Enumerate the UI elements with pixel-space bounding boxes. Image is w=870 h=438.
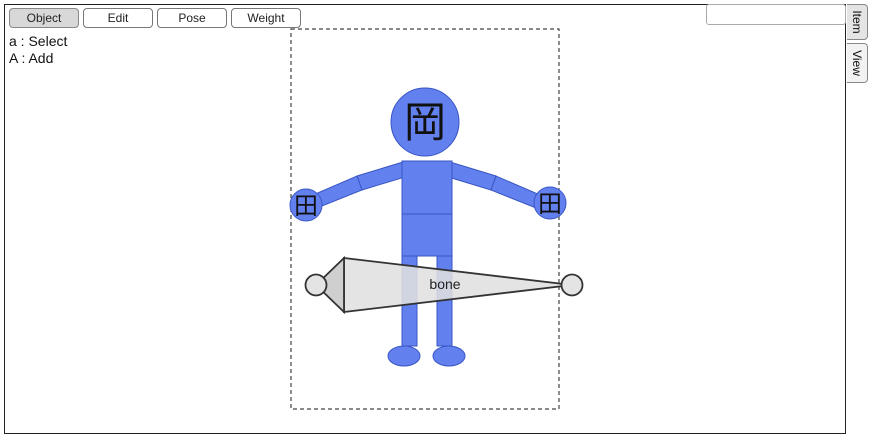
bone-base [314, 255, 345, 315]
weight-mode-button[interactable]: Weight [231, 8, 301, 28]
bone-head-handle[interactable] [304, 273, 328, 297]
waist [401, 213, 453, 257]
head [390, 87, 460, 157]
left-hand-glyph: 田 [294, 192, 318, 220]
left-hand [289, 188, 323, 222]
hint-add: A : Add [9, 50, 54, 66]
left-upper-arm [356, 161, 409, 191]
chest [401, 160, 453, 215]
head-glyph: 岡 [404, 98, 446, 147]
character-figure[interactable]: 田 田 岡 [289, 87, 567, 367]
right-upper-arm [444, 161, 497, 191]
right-foot [432, 345, 466, 367]
selection-bounds [290, 28, 560, 410]
tab-view[interactable]: View [847, 43, 868, 83]
bone[interactable]: bone [304, 255, 584, 315]
search-input[interactable] [706, 4, 846, 25]
right-hand-glyph: 田 [538, 190, 562, 218]
object-mode-button[interactable]: Object [9, 8, 79, 28]
pose-mode-button[interactable]: Pose [157, 8, 227, 28]
shortcut-hints: a : Select A : Add [9, 33, 67, 67]
bone-tail-handle[interactable] [560, 273, 584, 297]
right-hand [533, 186, 567, 220]
edit-mode-button[interactable]: Edit [83, 8, 153, 28]
hint-select: a : Select [9, 33, 68, 49]
bone-label: bone [429, 276, 460, 292]
left-foot [387, 345, 421, 367]
tab-item[interactable]: Item [847, 4, 868, 40]
